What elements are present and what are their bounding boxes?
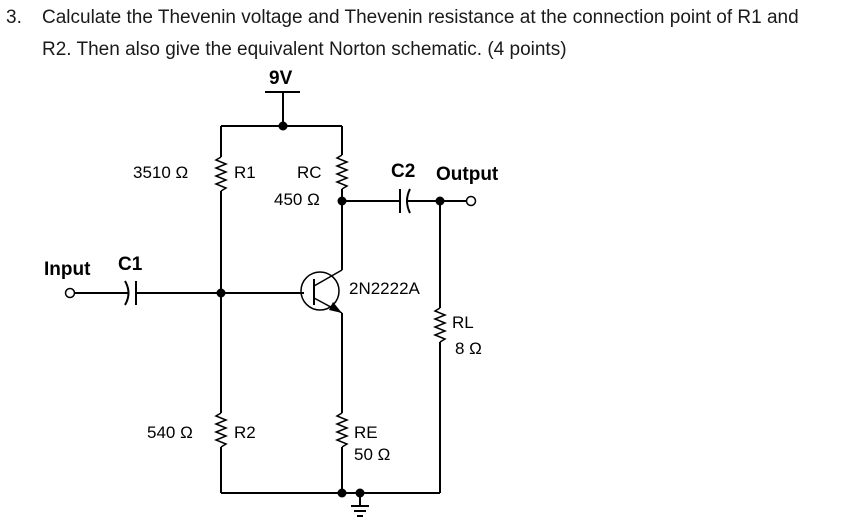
question-line-2: R2. Then also give the equivalent Norton…	[42, 39, 567, 60]
input-terminal	[64, 287, 76, 299]
output-label: Output	[436, 164, 499, 185]
r2-name-label: R2	[234, 423, 256, 442]
rl-value-label: 8 Ω	[455, 339, 482, 358]
re-name-label: RE	[354, 423, 378, 442]
r1-value-label: 3510 Ω	[133, 163, 188, 182]
transistor-emitter-arrow	[329, 302, 342, 313]
transistor-collector-lead	[313, 269, 343, 287]
transistor-label: 2N2222A	[349, 279, 421, 298]
re-value-label: 50 Ω	[354, 445, 390, 464]
resistor-r2-symbol	[213, 412, 229, 448]
output-terminal	[465, 195, 477, 207]
r1-name-label: R1	[234, 163, 256, 182]
resistor-rc-symbol	[334, 154, 350, 190]
c2-name-label: C2	[391, 161, 415, 182]
input-label: Input	[44, 259, 91, 280]
supply-label: 9V	[269, 68, 293, 89]
junction-dot-base	[216, 288, 226, 298]
question-line-1: Calculate the Thevenin voltage and Theve…	[42, 7, 799, 28]
question-number: 3.	[6, 7, 22, 28]
transistor-circle	[300, 271, 340, 311]
resistor-r1-symbol	[213, 156, 229, 192]
junction-dot-top	[278, 121, 288, 131]
capacitor-c1-plate-1	[124, 280, 130, 306]
resistor-rl-symbol	[432, 307, 448, 343]
rl-name-label: RL	[452, 313, 474, 332]
rc-value-label: 450 Ω	[274, 190, 320, 209]
capacitor-c2-plate-2	[406, 188, 411, 214]
c1-name-label: C1	[118, 254, 143, 275]
resistor-re-symbol	[334, 412, 350, 448]
r2-value-label: 540 Ω	[147, 423, 193, 442]
rc-name-label: RC	[297, 163, 322, 182]
